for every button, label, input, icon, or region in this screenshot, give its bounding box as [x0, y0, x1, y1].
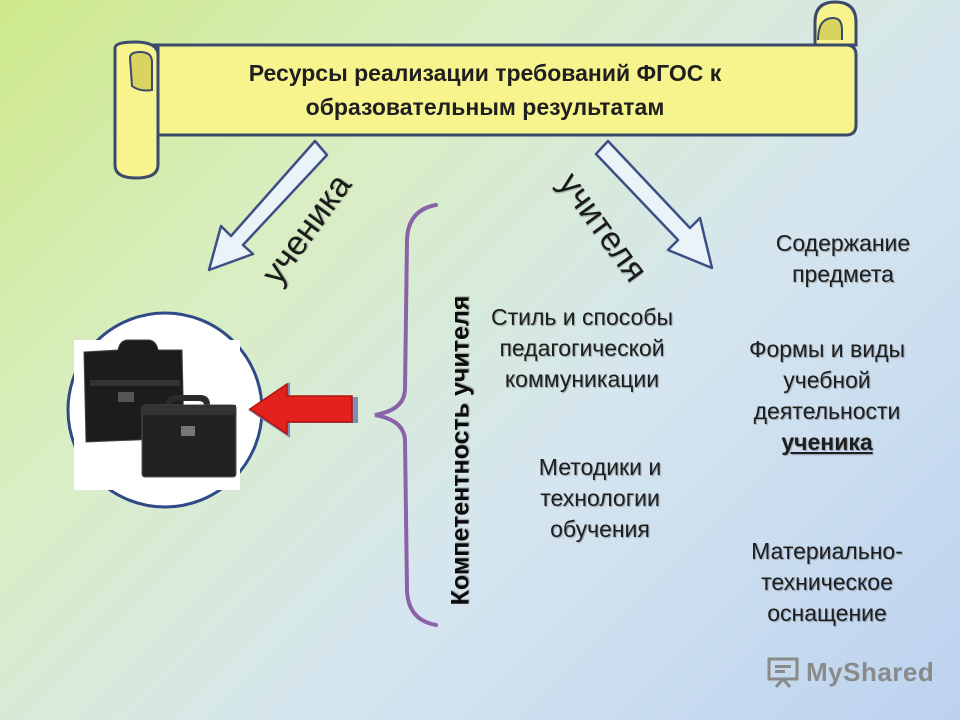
- item-line: предмета: [792, 261, 894, 287]
- item-line: деятельности: [753, 398, 901, 424]
- item-line: коммуникации: [504, 366, 660, 392]
- arrow-teacher: [594, 139, 714, 270]
- item-communication-style: Стиль и способы педагогической коммуника…: [462, 302, 702, 395]
- briefcase-icon: [74, 339, 240, 490]
- item-line: обучения: [550, 516, 650, 542]
- item-methods: Методики и технологии обучения: [490, 452, 710, 545]
- item-material-equipment: Материально- техническое оснащение: [712, 536, 942, 629]
- red-arrow: [248, 382, 358, 438]
- item-line: техническое: [761, 569, 893, 595]
- item-activity-forms: Формы и виды учебной деятельности ученик…: [712, 334, 942, 458]
- item-subject-content: Содержание предмета: [738, 228, 948, 290]
- title-line-2: образовательным результатам: [305, 94, 665, 120]
- item-emphasis: ученика: [781, 429, 873, 455]
- item-line: Материально-: [751, 538, 903, 564]
- item-line: оснащение: [767, 600, 887, 626]
- watermark-text: MyShared: [806, 656, 935, 687]
- item-line: Стиль и способы: [490, 304, 674, 330]
- arrow-student: [207, 139, 329, 272]
- title-line-1: Ресурсы реализации требований ФГОС к: [248, 60, 722, 86]
- item-line: педагогической: [499, 335, 665, 361]
- presentation-icon: [767, 657, 799, 688]
- watermark: MyShared: [766, 656, 934, 688]
- brace: [374, 203, 438, 627]
- item-line: Методики и: [538, 454, 662, 480]
- item-line: Формы и виды: [748, 336, 906, 362]
- item-line: Содержание: [775, 230, 911, 256]
- item-line: учебной: [783, 367, 871, 393]
- page-title: Ресурсы реализации требований ФГОС к обр…: [165, 56, 805, 124]
- item-line: технологии: [540, 485, 660, 511]
